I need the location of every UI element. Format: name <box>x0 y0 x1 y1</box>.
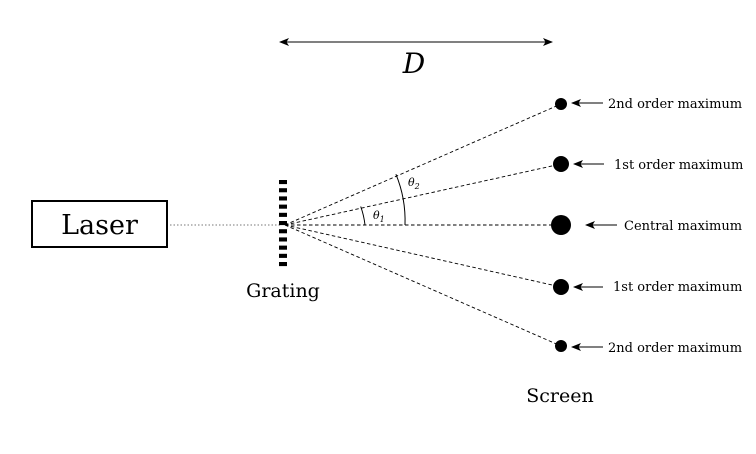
maximum-dot <box>551 215 571 235</box>
grating-slit-bar <box>279 253 287 258</box>
grating-slit-bar <box>279 262 287 267</box>
maximum-dot <box>555 340 567 352</box>
grating-slit-bar <box>279 221 287 226</box>
diffracted-ray <box>284 224 562 347</box>
maximum-label: 1st order maximum <box>613 280 742 295</box>
grating-slit-bar <box>279 237 287 242</box>
grating-slit-bar <box>279 188 287 193</box>
grating-slit-bar <box>279 180 287 185</box>
grating-label: Grating <box>246 280 320 302</box>
grating-slit-bar <box>279 212 287 217</box>
diffracted-rays <box>284 103 562 347</box>
grating-slit-bar <box>279 196 287 201</box>
maximum-1st-lower: 1st order maximum <box>553 279 742 295</box>
maximum-dot <box>553 156 569 172</box>
maximum-label: 2nd order maximum <box>608 341 742 356</box>
maximum-1st-upper: 1st order maximum <box>553 156 743 173</box>
maximum-label: Central maximum <box>624 219 742 234</box>
grating-slit-bar <box>279 204 287 209</box>
maximum-dot <box>555 98 567 110</box>
screen-label: Screen <box>526 385 593 407</box>
maximum-label: 2nd order maximum <box>608 97 742 112</box>
theta2-arc <box>395 174 406 226</box>
maximum-2nd-lower: 2nd order maximum <box>555 340 742 356</box>
grating-slit-bar <box>279 229 287 234</box>
grating-slit-bar <box>279 245 287 250</box>
maximum-central: Central maximum <box>551 215 742 235</box>
distance-label: D <box>402 47 425 80</box>
laser-label: Laser <box>61 210 138 241</box>
maximum-2nd-upper: 2nd order maximum <box>555 97 742 112</box>
maximum-label: 1st order maximum <box>614 158 743 173</box>
grating <box>279 180 287 267</box>
diffracted-ray <box>284 103 562 226</box>
laser-box <box>31 200 168 248</box>
diffracted-ray <box>284 224 562 288</box>
diffracted-ray <box>284 163 562 226</box>
theta1-arc <box>360 206 366 226</box>
maximum-dot <box>553 279 569 295</box>
theta1-label: θ1 <box>373 209 385 224</box>
theta2-label: θ2 <box>408 176 420 191</box>
